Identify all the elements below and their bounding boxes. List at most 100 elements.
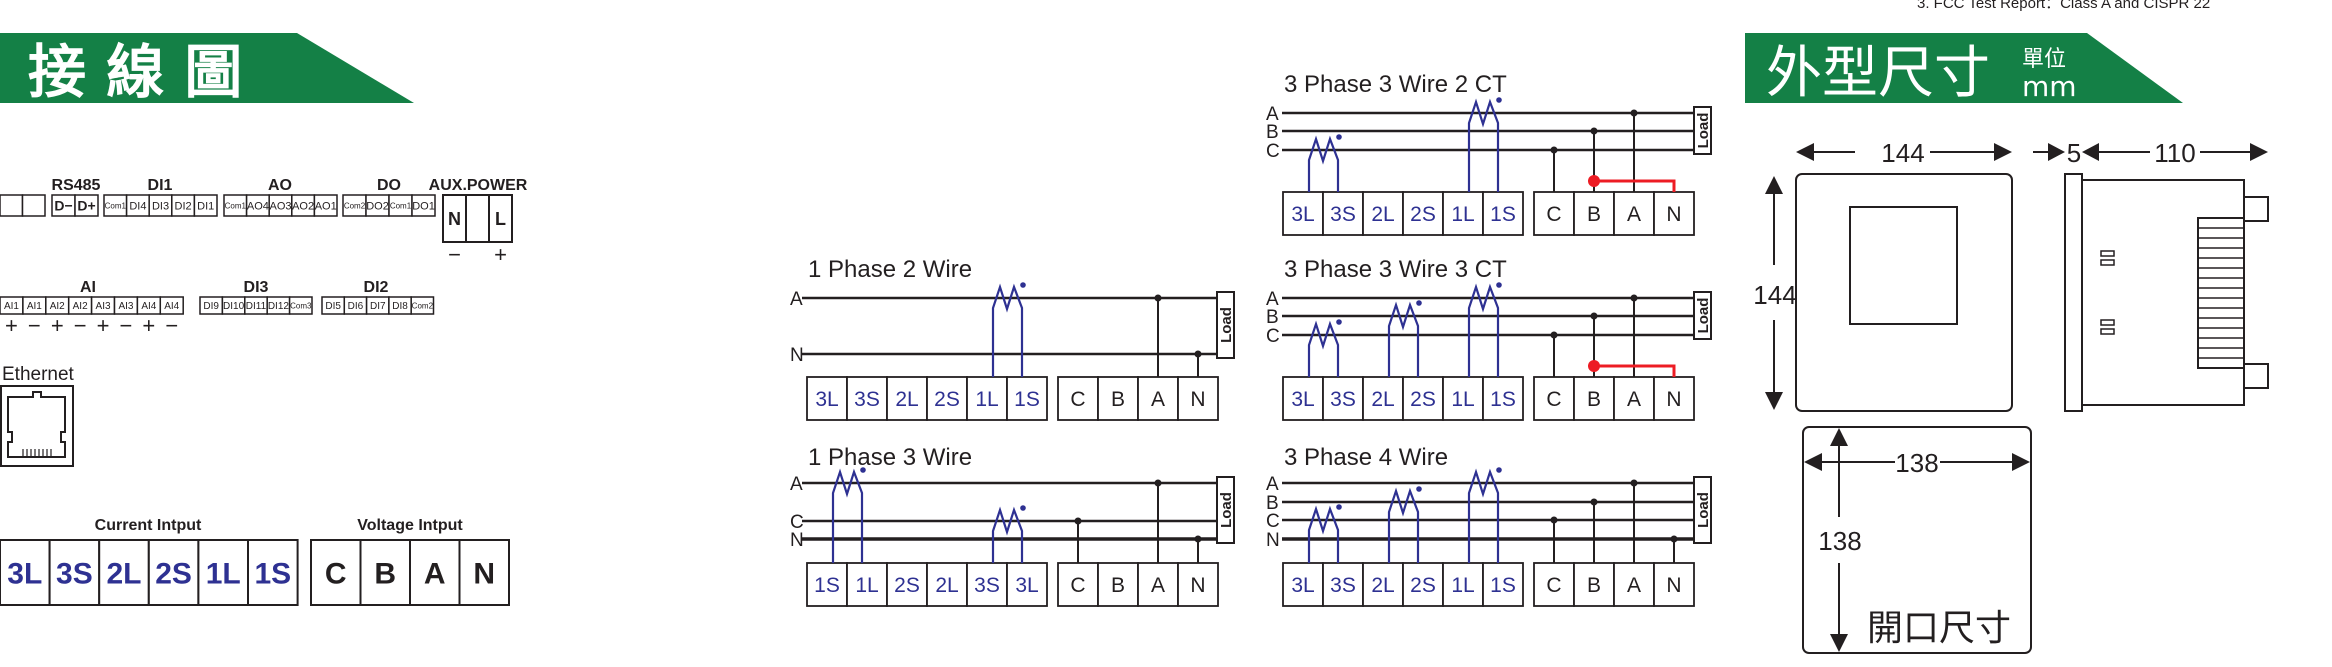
junction-dot — [1590, 498, 1598, 506]
junction-dot — [1630, 294, 1638, 302]
voltage-terminal-label: C — [1546, 388, 1561, 411]
polarity-sign: − — [120, 313, 133, 338]
current-terminal — [886, 562, 928, 607]
current-terminal-label: 2L — [1371, 574, 1394, 597]
terminal-cell — [458, 539, 510, 606]
phase-line-label: A — [790, 474, 803, 495]
current-terminal-label: 2S — [1410, 388, 1436, 411]
terminal-label: DI2 — [175, 200, 192, 212]
voltage-terminal-label: B — [1111, 574, 1125, 597]
voltage-terminal — [1613, 376, 1655, 421]
current-terminal — [1402, 562, 1444, 607]
arrow-left-icon — [1796, 143, 1814, 161]
voltage-terminal — [1653, 376, 1695, 421]
terminal-label: 2S — [155, 557, 192, 590]
current-terminal-label: 2S — [934, 388, 960, 411]
rj45-pins-icon — [22, 449, 52, 456]
front-height-label: 144 — [1753, 280, 1796, 310]
load-box: Load — [1693, 476, 1712, 544]
junction-dot — [1550, 516, 1558, 524]
voltage-terminal-label: N — [1190, 388, 1205, 411]
terminal-cell — [411, 194, 436, 217]
junction-dot — [1194, 535, 1202, 543]
junction-dot — [1590, 312, 1598, 320]
terminal-cell — [74, 194, 99, 217]
voltage-terminal — [1613, 191, 1655, 236]
voltage-terminal-label: A — [1151, 388, 1165, 411]
current-terminal — [1282, 562, 1324, 607]
current-transformer-icon — [1467, 283, 1500, 377]
current-terminal-label: 3S — [1330, 574, 1356, 597]
terminal-label: AI2 — [50, 301, 65, 312]
polarity-dot — [1496, 467, 1502, 473]
polarity-dot — [1020, 505, 1026, 511]
terminal-label: 1S — [254, 557, 291, 590]
terminal-cell — [409, 539, 461, 606]
phase-line-label: N — [1266, 530, 1280, 551]
load-label: Load — [1695, 113, 1712, 149]
phase-line-label: A — [790, 289, 803, 310]
terminal-group-label: AO — [268, 177, 292, 194]
junction-dot — [1550, 146, 1558, 154]
terminal-label: DO1 — [412, 200, 435, 212]
current-terminal — [1442, 191, 1484, 236]
polarity-dot — [1496, 282, 1502, 288]
polarity-dot — [1496, 97, 1502, 103]
voltage-terminal-label: B — [1587, 574, 1601, 597]
phase-line-label: B — [1266, 307, 1279, 328]
polarity-dot — [1020, 282, 1026, 288]
terminal-cell — [488, 194, 513, 243]
junction-dot — [1154, 294, 1162, 302]
current-terminal — [1482, 191, 1524, 236]
arrow-down-icon — [1765, 392, 1783, 410]
polarity-sign: − — [28, 313, 41, 338]
voltage-terminal-label: N — [1666, 574, 1681, 597]
current-terminal — [1362, 562, 1404, 607]
current-terminal — [966, 562, 1008, 607]
current-terminal — [1362, 191, 1404, 236]
junction-dot — [1630, 479, 1638, 487]
current-terminal-label: 2S — [1410, 574, 1436, 597]
terminal-label: Com1 — [105, 201, 127, 210]
load-box: Load — [1216, 476, 1235, 544]
terminal-label: Com1 — [390, 201, 412, 210]
polarity-dot — [1416, 486, 1422, 492]
voltage-terminal — [1177, 562, 1219, 607]
polarity-sign: − — [165, 313, 178, 338]
current-terminal — [1482, 562, 1524, 607]
current-terminal-label: 1L — [975, 388, 998, 411]
terminal-label: DI6 — [348, 301, 364, 312]
junction-dot — [1194, 350, 1202, 358]
junction-dot — [1074, 517, 1082, 525]
display-window — [1849, 206, 1958, 325]
voltage-terminal — [1097, 562, 1139, 607]
terminal-cell — [21, 194, 46, 217]
terminal-cell — [98, 539, 150, 606]
polarity-dot — [1336, 504, 1342, 510]
load-box: Load — [1693, 291, 1712, 340]
current-terminal-label: 1S — [1014, 388, 1040, 411]
terminal-cell — [410, 296, 435, 315]
phase-line-label: A — [1266, 289, 1279, 310]
current-terminal-label: 3L — [1291, 574, 1314, 597]
voltage-terminal-label: N — [1190, 574, 1205, 597]
polarity-sign: + — [494, 242, 507, 267]
terminal-group-label: Voltage Intput — [357, 517, 463, 534]
terminal-group-label: DI1 — [148, 177, 173, 194]
terminal-label: L — [495, 209, 506, 229]
polarity-sign: + — [51, 313, 64, 338]
current-transformer-icon — [1467, 468, 1500, 563]
wiring-banner: 接 線 圖 — [0, 33, 414, 106]
current-terminal — [1442, 376, 1484, 421]
polarity-sign: − — [448, 242, 461, 267]
terminal-label: DO2 — [366, 200, 389, 212]
junction-dot — [1550, 331, 1558, 339]
